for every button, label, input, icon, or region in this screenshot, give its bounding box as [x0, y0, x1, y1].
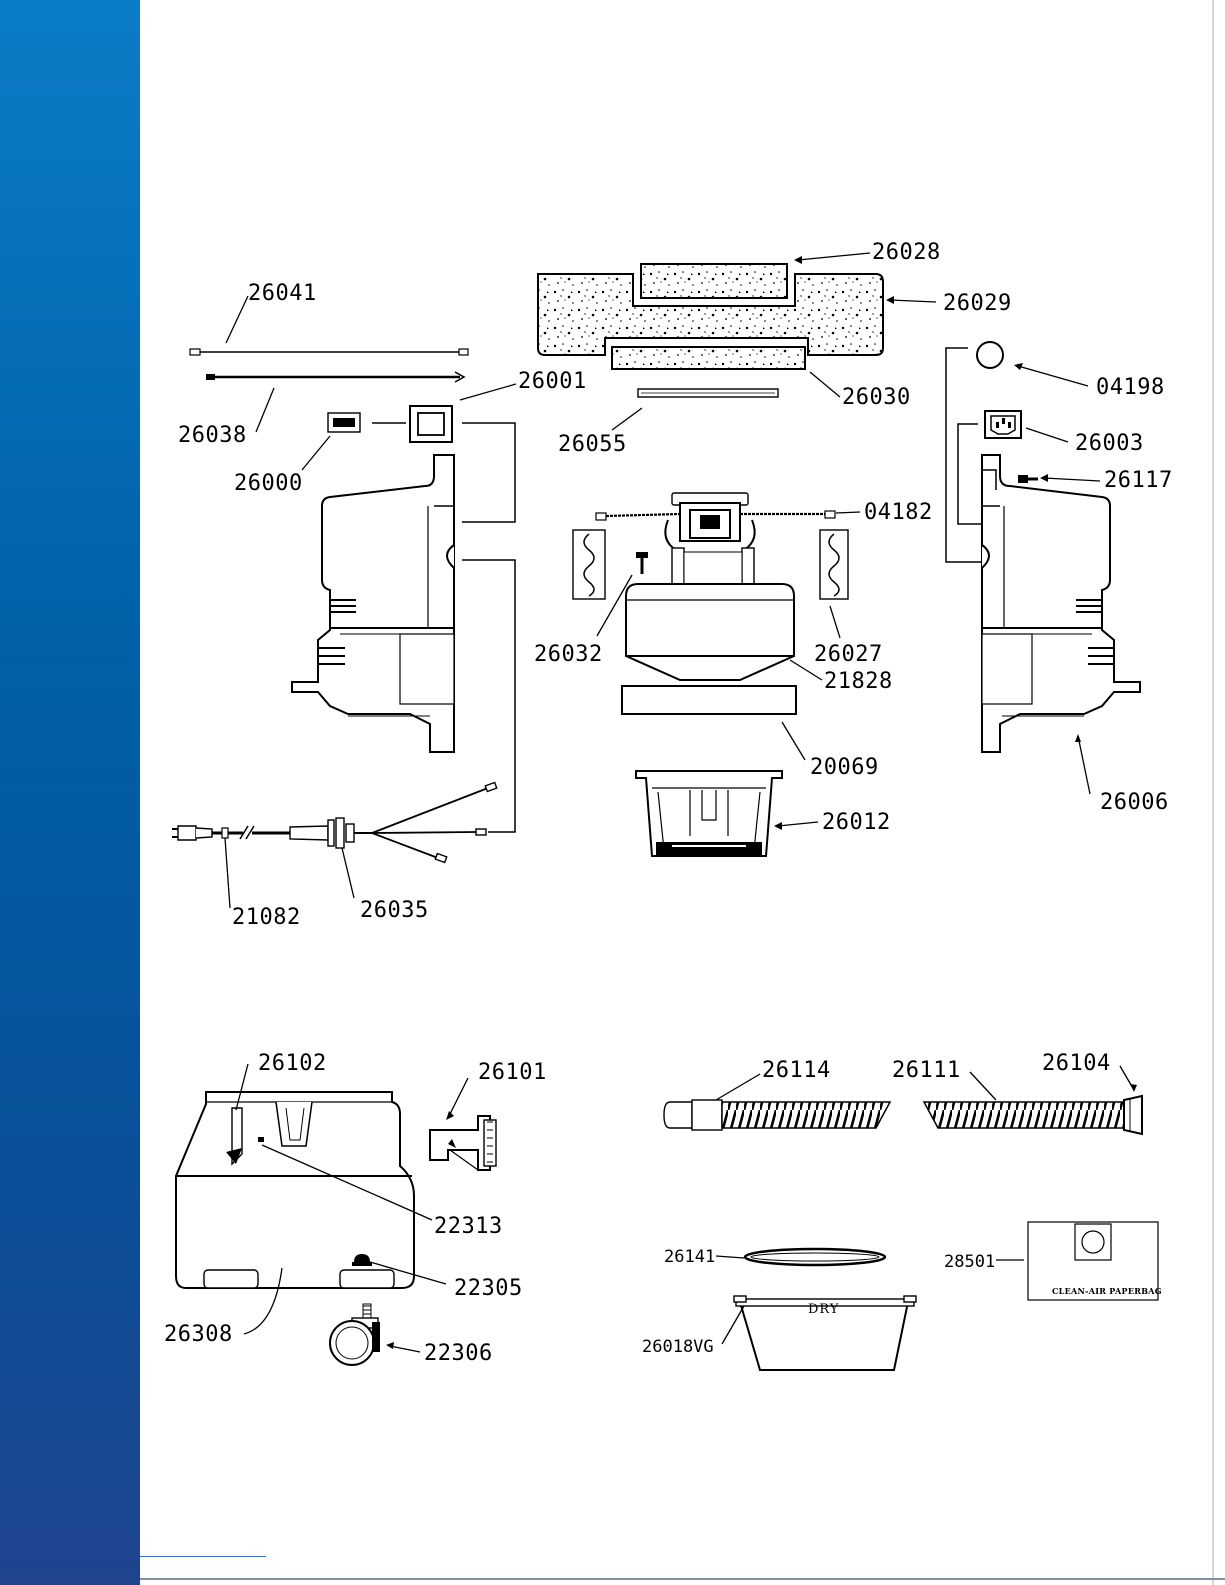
label-26029: 26029: [943, 291, 1012, 316]
label-26038: 26038: [178, 423, 247, 448]
power-cord-21082: [172, 826, 290, 840]
label-26012: 26012: [822, 810, 891, 835]
wire-set: [190, 349, 468, 382]
filter-26028: [641, 264, 787, 298]
label-22306: 22306: [424, 1341, 493, 1366]
label-21082: 21082: [232, 905, 301, 930]
caster-22306: [330, 1304, 380, 1365]
cap-04198: [977, 342, 1003, 368]
label-26018VG: 26018VG: [642, 1337, 714, 1357]
label-26041: 26041: [248, 281, 317, 306]
label-26114: 26114: [762, 1058, 831, 1083]
label-26117: 26117: [1104, 468, 1173, 493]
label-26141: 26141: [664, 1247, 715, 1267]
filter-26030: [612, 347, 805, 369]
socket-26003: [985, 411, 1021, 438]
hose-26111: [924, 1102, 1124, 1128]
label-26101: 26101: [478, 1060, 547, 1085]
bumper-26027: [820, 530, 848, 599]
label-04182: 04182: [864, 500, 933, 525]
gasket-26141: [745, 1249, 885, 1265]
paperbag-label: CLEAN-AIR PAPERBAG: [1052, 1286, 1162, 1296]
label-26032: 26032: [534, 642, 603, 667]
label-26102: 26102: [258, 1051, 327, 1076]
label-22305: 22305: [454, 1276, 523, 1301]
label-28501: 28501: [944, 1252, 995, 1272]
label-26308: 26308: [164, 1322, 233, 1347]
label-22313: 22313: [434, 1214, 503, 1239]
motor-bucket-26012: [636, 771, 782, 856]
housing-right-half: [982, 455, 1140, 752]
hose-inlet-26101: [430, 1116, 496, 1170]
label-21828: 21828: [824, 669, 893, 694]
label-26030: 26030: [842, 385, 911, 410]
switch-26001: [410, 406, 452, 442]
hose-end-26104: [1124, 1096, 1142, 1134]
bowl-26018VG: DRY: [734, 1296, 916, 1370]
label-26055: 26055: [558, 432, 627, 457]
housing-left-half: [292, 455, 454, 752]
label-26003: 26003: [1075, 431, 1144, 456]
label-26035: 26035: [360, 898, 429, 923]
label-26006: 26006: [1100, 790, 1169, 815]
tank-26308: [176, 1092, 414, 1288]
label-26001: 26001: [518, 369, 587, 394]
hose-cuff-26114: [664, 1100, 890, 1130]
bowl-label: DRY: [808, 1302, 839, 1317]
label-26104: 26104: [1042, 1051, 1111, 1076]
label-04198: 04198: [1096, 375, 1165, 400]
motor-assembly: [596, 493, 835, 714]
label-26000: 26000: [234, 471, 303, 496]
label-26111: 26111: [892, 1058, 961, 1083]
paperbag-28501: CLEAN-AIR PAPERBAG: [1028, 1222, 1162, 1300]
strain-relief-26035: [290, 782, 497, 862]
label-20069: 20069: [810, 755, 879, 780]
label-26028: 26028: [872, 240, 941, 265]
filter-stack: [538, 264, 883, 397]
switch-26000: [328, 413, 360, 432]
label-26027: 26027: [814, 642, 883, 667]
screw-26117: [1018, 475, 1038, 483]
